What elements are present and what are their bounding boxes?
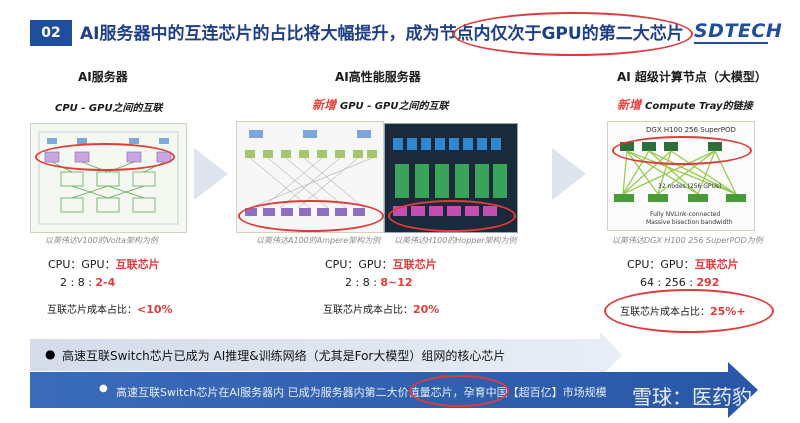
ratio-highlight: 互联芯片 (694, 258, 739, 271)
section-number-badge: 02 (30, 20, 72, 46)
cost-label: 互联芯片成本占比： (47, 305, 137, 316)
column-2-caption: 以英伟达A100的Ampere架构为例 (256, 236, 381, 245)
cost-label: 互联芯片成本占比： (620, 307, 710, 318)
column-2-title: AI高性能服务器 (335, 70, 421, 84)
cost-label: 互联芯片成本占比： (323, 305, 413, 316)
bullet-bar-1 (30, 339, 602, 371)
logo-underline (694, 42, 768, 44)
cost-value: 20% (413, 303, 440, 316)
bullet-dot-icon: ● (45, 347, 56, 361)
column-3-subtitle: Compute Tray的链接 (645, 101, 753, 112)
column-3-ratio-values-row: 64 : 256 : 292 (640, 276, 719, 289)
column-1-ratio-label-row: CPU：GPU：互联芯片 (48, 256, 160, 272)
column-2-subtitle: GPU - GPU之间的互联 (340, 101, 449, 112)
bullet-dot-icon: ● (99, 383, 108, 394)
ratio-values: 2 : 8 : (345, 276, 381, 289)
column-3-ratio-label-row: CPU：GPU：互联芯片 (627, 256, 739, 272)
hopper-highlight-oval (388, 200, 516, 232)
new-tag: 新增 (312, 98, 337, 112)
volta-highlight-oval (35, 143, 175, 171)
ratio-highlight-values: 292 (696, 276, 720, 289)
ratio-highlight-values: 8~12 (380, 276, 413, 289)
new-tag: 新增 (617, 98, 642, 112)
column-2-caption-2: 以英伟达H100的Hopper架构为例 (394, 236, 517, 245)
bullet-1-text: 高速互联Switch芯片已成为 AI推理&训练网络（尤其是For大模型）组网的核… (62, 349, 506, 363)
bullet-highlight-oval (409, 375, 509, 407)
column-3-caption: 以英伟达DGX H100 256 SuperPOD为例 (612, 236, 763, 245)
ratio-values: 64 : 256 : (640, 276, 697, 289)
ratio-highlight: 互联芯片 (115, 258, 160, 271)
title-highlight-oval (453, 12, 693, 56)
cost-value: <10% (137, 303, 173, 316)
ratio-label: CPU：GPU： (627, 258, 695, 271)
ampere-highlight-oval (238, 200, 384, 232)
arrow-right-icon (552, 148, 586, 200)
column-1-subtitle: CPU - GPU之间的互联 (55, 103, 163, 114)
bullet-bar-1-arrow (600, 332, 622, 378)
ratio-values: 2 : 8 : (60, 276, 96, 289)
arrow-right-icon (194, 148, 228, 200)
volta-topology-graphic (38, 131, 179, 225)
cost-highlight-oval (604, 289, 774, 333)
bullet-bar-2-arrow (728, 362, 758, 418)
ratio-highlight: 互联芯片 (392, 258, 437, 271)
superpod-footer-2: Massive bisection bandwidth (646, 219, 733, 226)
superpod-footer-1: Fully NVLink-connected (650, 211, 721, 218)
bullet-2-text: 高速互联Switch芯片在AI服务器内 已成为服务器内第二大价值量芯片，孕育中国… (116, 386, 607, 399)
bullet-bar-2 (30, 372, 730, 408)
column-1-caption: 以英伟达V100的Volta架构为例 (45, 236, 158, 245)
column-3-title: AI 超级计算节点（大模型） (617, 70, 767, 84)
column-1-cost-row: 互联芯片成本占比：<10% (47, 301, 173, 316)
watermark: 雪球：医药豹 (632, 385, 752, 409)
company-logo: SDTECH (694, 20, 783, 42)
superpod-nodes-label: 32 nodes (256 GPUs) (658, 183, 722, 190)
cost-value: 25%+ (710, 305, 746, 318)
column-3-cost-row: 互联芯片成本占比：25%+ (620, 303, 746, 318)
volta-diagram (30, 123, 187, 233)
column-1-title: AI服务器 (78, 70, 128, 84)
column-1-ratio-values-row: 2 : 8 : 2-4 (60, 276, 115, 289)
superpod-highlight-oval (612, 136, 752, 165)
column-2-cost-row: 互联芯片成本占比：20% (323, 301, 439, 316)
ratio-label: CPU：GPU： (48, 258, 116, 271)
superpod-title: DGX H100 256 SuperPOD (646, 126, 736, 134)
ratio-highlight-values: 2-4 (95, 276, 116, 289)
column-2-ratio-label-row: CPU：GPU：互联芯片 (325, 256, 437, 272)
column-2-ratio-values-row: 2 : 8 : 8~12 (345, 276, 413, 289)
ratio-label: CPU：GPU： (325, 258, 393, 271)
